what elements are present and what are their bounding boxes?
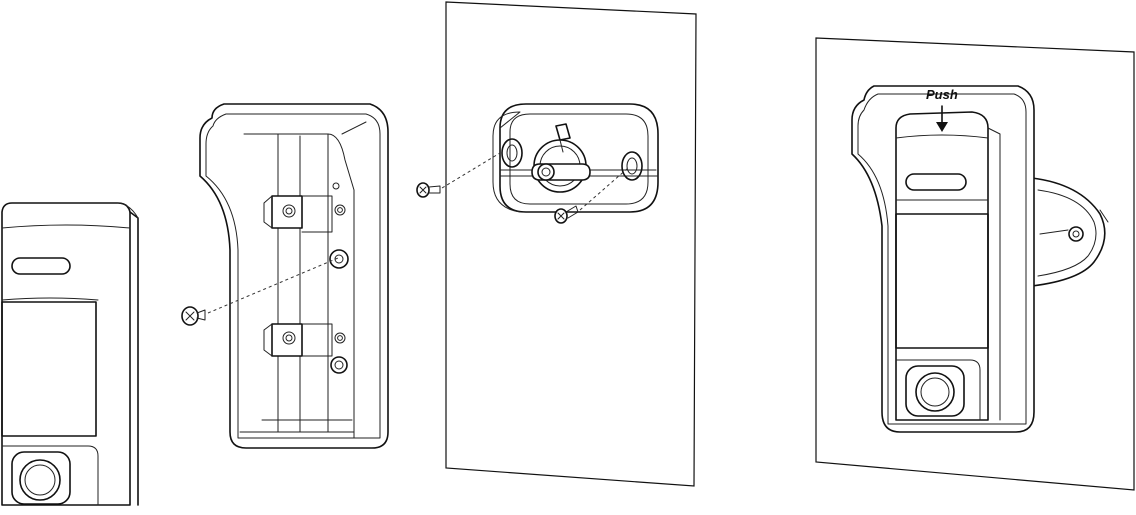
- wall-panel: [445, 1, 697, 487]
- push-callout: [936, 105, 948, 132]
- front-slot: [11, 257, 71, 275]
- screw-icon: [554, 205, 579, 224]
- front-sensor-window: [1, 301, 97, 437]
- push-label: Push: [926, 87, 958, 102]
- screw-icon: [181, 306, 206, 326]
- screw-icon: [416, 182, 441, 198]
- assembled-unit: [851, 85, 1035, 433]
- mounting-plate: [492, 103, 659, 213]
- side-bracket: [1031, 177, 1109, 287]
- mounting-housing: [199, 103, 389, 449]
- front-unit: [1, 202, 139, 506]
- front-button: [11, 451, 71, 505]
